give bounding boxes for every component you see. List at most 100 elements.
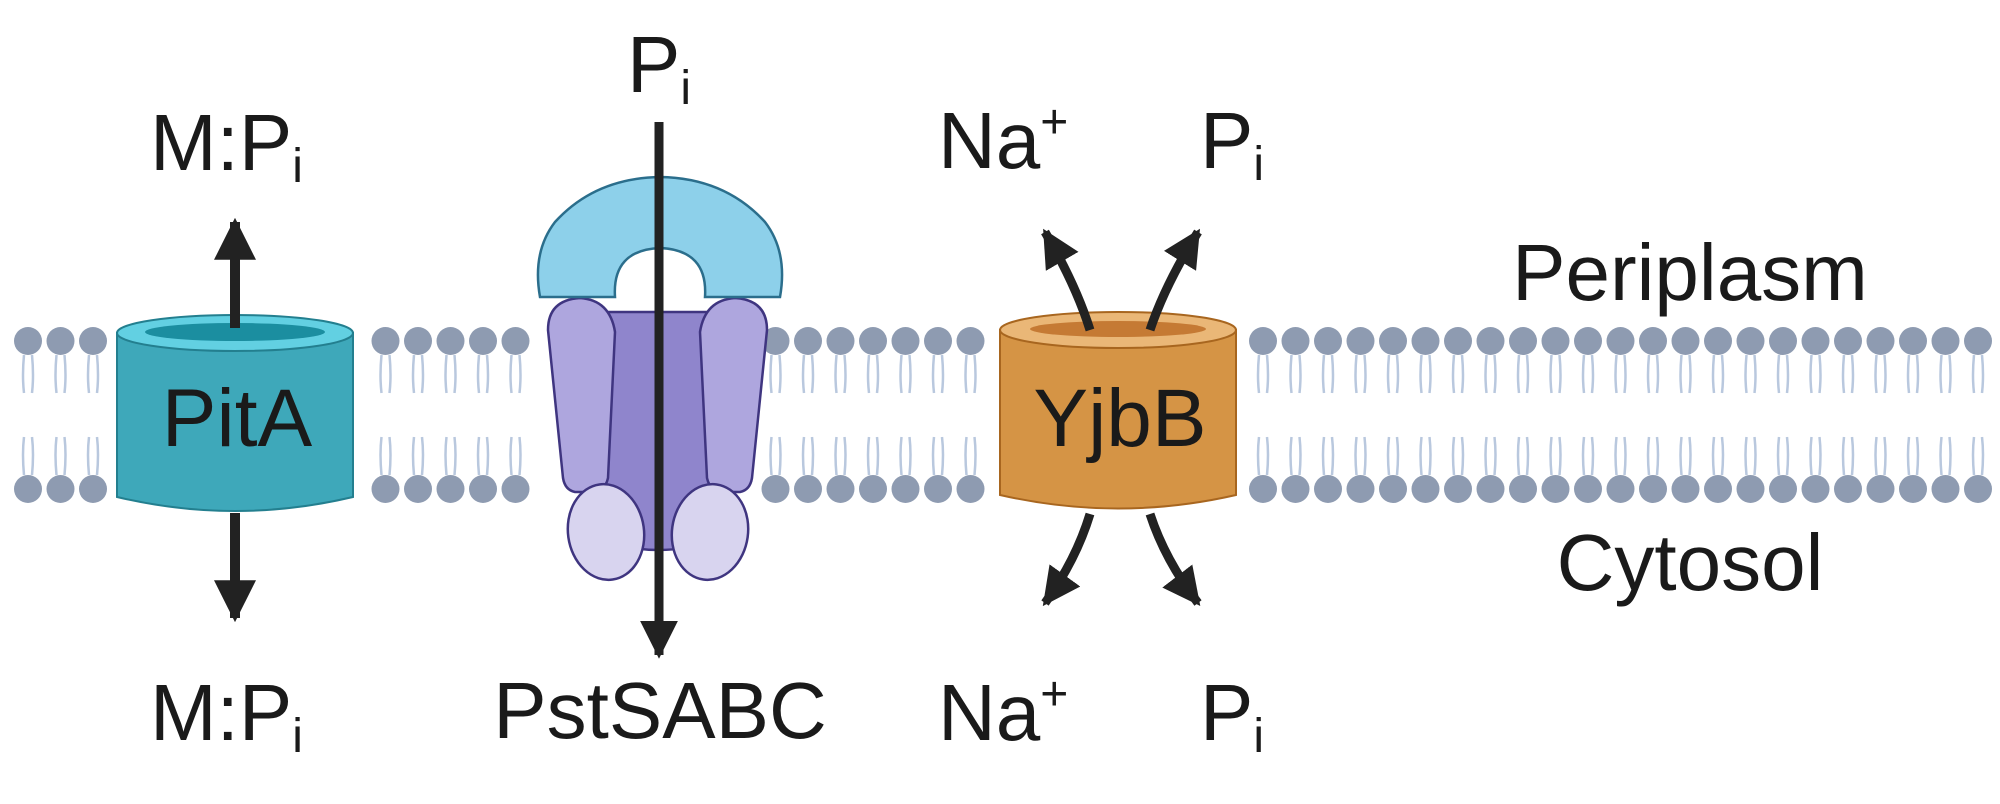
lipid-tail [1386,354,1400,394]
lipid-head [404,327,432,355]
lipid-head [1314,327,1342,355]
lipid-tail [1484,354,1497,394]
yjbb-pi-arrow-in [1145,512,1202,606]
lipid-head [46,327,75,355]
pstsabc-nbd-right [670,482,750,582]
lipid-head [1931,327,1960,355]
lipid-tail [86,354,100,394]
lipid-tail [1646,436,1660,476]
lipid-tail [1321,436,1335,476]
lipid-head [1671,327,1700,355]
lipid-tail [899,436,912,476]
lipid-head [1476,327,1505,355]
lipid-head [469,327,497,355]
lipid-head [501,475,530,503]
lipid-head [956,327,985,355]
lipid-tail [834,354,847,394]
lipid-tail [801,436,815,476]
lipid-tail [509,354,522,394]
lipid-tail [1776,436,1790,476]
lipid-head [1931,475,1960,503]
lipid-tail [1614,436,1627,476]
lipid-head [371,475,400,503]
lipid-head [924,327,952,355]
lipid-bilayer [14,327,1992,503]
lipid-tail [1971,436,1985,476]
lipid-tail [1906,436,1920,476]
lipid-head [1379,475,1407,503]
lipid-head [1834,327,1862,355]
pita-label: PitA [162,373,313,464]
lipid-tail [931,354,945,394]
lipid-head [1314,475,1342,503]
yjbb-pi-arrow-out [1145,228,1202,332]
lipid-head [1866,475,1895,503]
lipid-head [924,475,952,503]
lipid-tail [1776,354,1790,394]
lipid-tail [1614,354,1627,394]
lipid-tail [1516,436,1530,476]
lipid-head [1899,327,1927,355]
lipid-head [1249,475,1277,503]
pstsabc-transporter: PstSABC [493,122,827,755]
lipid-tail [1354,354,1367,394]
lipid-tail [866,354,880,394]
lipid-tail [964,436,977,476]
lipid-tail [1484,436,1497,476]
lipid-tail [1679,436,1692,476]
lipid-tail [1419,354,1432,394]
pstsabc-tm-left [546,296,617,494]
pstsabc-nbd-left [566,482,646,582]
lipid-head [1801,475,1830,503]
lipid-tail [86,436,100,476]
lipid-tail [1451,436,1465,476]
lipid-tail [1971,354,1985,394]
lipid-head [1736,475,1765,503]
lipid-head [1346,475,1375,503]
lipid-tail [509,436,522,476]
lipid-tail [54,354,67,394]
lipid-tail [1256,436,1270,476]
lipid-head [1899,475,1927,503]
lipid-tail [1549,436,1562,476]
cytosol-label: Cytosol [1557,518,1824,607]
lipid-tail [1419,436,1432,476]
lipid-head [761,327,790,355]
lipid-head [1639,475,1667,503]
lipid-head [1411,327,1440,355]
yjbb-cylinder-body [999,329,1237,510]
lipid-head [1964,327,1992,355]
lipid-tail [1939,436,1952,476]
lipid-head [1834,475,1862,503]
lipid-tail [1256,354,1270,394]
lipid-head [1379,327,1407,355]
lipid-head [1444,475,1472,503]
lipid-tail [411,436,425,476]
lipid-head [1704,327,1732,355]
yjbb-sodium-top: Na+ [938,96,1068,185]
lipid-tail [1581,436,1595,476]
lipid-tail [1289,354,1302,394]
lipid-head [1801,327,1830,355]
lipid-head [1866,327,1895,355]
lipid-tail [1874,354,1887,394]
lipid-head [1769,327,1797,355]
lipid-tail [54,436,67,476]
lipid-tail [1711,436,1725,476]
lipid-head [859,327,887,355]
lipid-head [79,327,107,355]
lipid-head [501,327,530,355]
yjbb-na-arrow-in [1041,512,1095,607]
lipid-tail [1354,436,1367,476]
lipid-tail [834,436,847,476]
lipid-tail [801,354,815,394]
lipid-tail [411,354,425,394]
yjbb-phosphate-top: Pi [1200,96,1264,191]
lipid-tail [21,354,35,394]
lipid-tail [21,436,35,476]
lipid-tail [444,436,457,476]
lipid-head [1574,327,1602,355]
lipid-head [891,327,920,355]
yjbb-label: YjbB [1033,373,1206,464]
lipid-head [371,327,400,355]
